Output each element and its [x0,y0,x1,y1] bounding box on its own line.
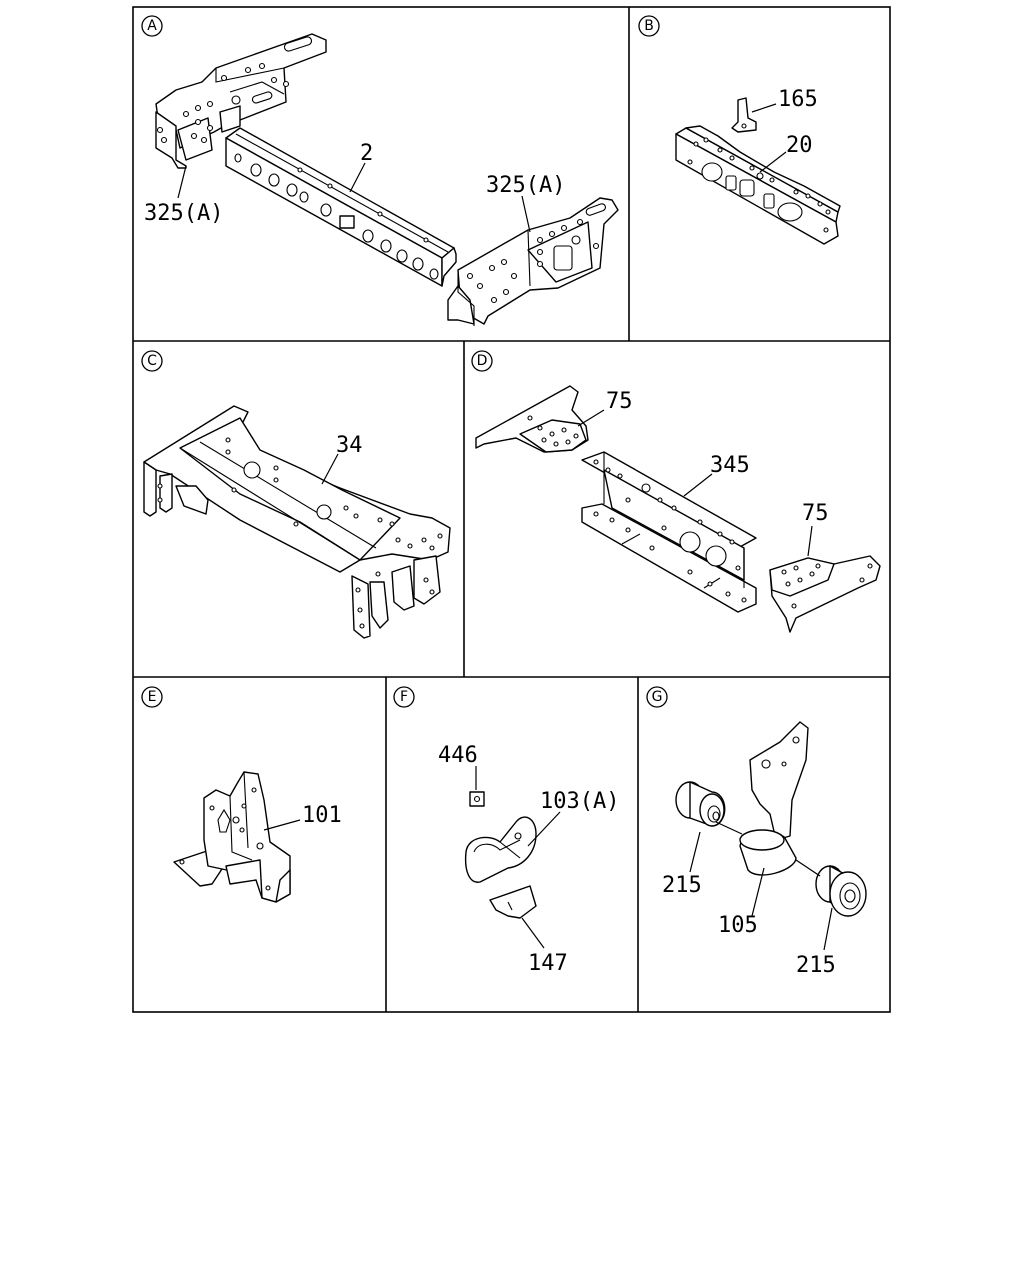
panel-a-badge-letter: A [147,18,157,34]
panel-f: F 446 103(A) 147 [393,686,619,976]
panel-d-badge-letter: D [477,353,488,369]
part-345-drawing [581,451,757,613]
callout-2: 2 [360,141,373,166]
panel-d-badge: D [471,350,493,372]
panel-b-leaders [751,103,787,173]
callout-165: 165 [778,87,818,112]
panel-e-badge-letter: E [148,689,157,705]
part-103a-drawing [464,816,537,883]
part-446-drawing [469,791,485,807]
callout-325a-right: 325(A) [486,173,565,198]
panel-frames [132,6,891,1013]
panel-g-leaders [689,821,833,951]
panel-g: G [646,686,867,978]
panel-b-badge: B [638,15,660,37]
panel-g-badge: G [646,686,668,708]
part-101-drawing [173,771,291,903]
panel-f-leaders [475,766,561,949]
part-165-drawing [731,97,757,133]
panel-c-badge: C [141,350,163,372]
panel-g-badge-letter: G [652,689,663,705]
callout-446: 446 [438,743,478,768]
callout-345: 345 [710,453,750,478]
part-147-drawing [489,885,537,919]
part-34-drawing [143,405,451,639]
callout-75-top: 75 [606,389,633,414]
panel-c: C [141,350,451,639]
part-325a-right-drawing [447,197,619,326]
callout-34: 34 [336,433,363,458]
callout-325a-left: 325(A) [144,201,223,226]
part-2-drawing [225,127,457,287]
part-20-drawing [675,125,841,245]
callout-215-right: 215 [796,953,836,978]
panel-e: E 101 [141,686,342,903]
panel-c-leaders [321,453,339,485]
panel-c-badge-letter: C [147,353,157,369]
callout-147: 147 [528,951,568,976]
panel-d-leaders [577,409,813,557]
part-215-right-drawing [815,865,867,917]
panel-a-leaders [177,162,531,233]
part-215-left-drawing [675,781,726,827]
callout-215-left: 215 [662,873,702,898]
callout-101: 101 [302,803,342,828]
part-75-top-drawing [475,385,589,453]
part-75-bottom-drawing [769,555,881,633]
panel-f-badge-letter: F [400,689,408,705]
callout-105: 105 [718,913,758,938]
panel-a-badge: A [141,15,163,37]
callout-20: 20 [786,133,813,158]
panel-e-leaders [263,819,301,831]
panel-f-badge: F [393,686,415,708]
panel-b-badge-letter: B [644,18,654,34]
panel-a: A [141,15,619,326]
callout-103a: 103(A) [540,789,619,814]
panel-b: B 165 20 [638,15,841,245]
part-105-drawing [739,721,809,876]
panel-e-badge: E [141,686,163,708]
callout-75-bottom: 75 [802,501,829,526]
panel-d: D [471,350,881,633]
